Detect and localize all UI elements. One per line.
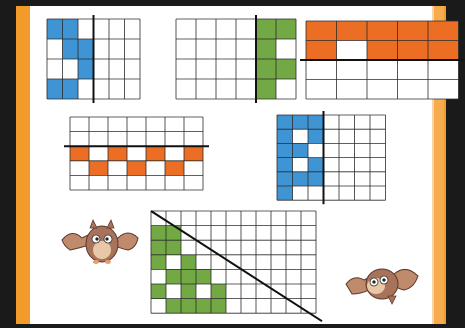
filled-cell[interactable] — [293, 172, 309, 186]
filled-cell[interactable] — [211, 284, 226, 299]
filled-cell[interactable] — [78, 39, 94, 59]
filled-cell[interactable] — [308, 115, 324, 129]
filled-cell[interactable] — [151, 255, 166, 270]
filled-cell[interactable] — [63, 19, 79, 39]
filled-cell[interactable] — [256, 79, 276, 99]
filled-cell[interactable] — [276, 59, 296, 79]
filled-cell[interactable] — [277, 115, 293, 129]
filled-cell[interactable] — [184, 146, 203, 161]
filled-cell[interactable] — [256, 39, 276, 59]
filled-cell[interactable] — [78, 59, 94, 79]
filled-cell[interactable] — [146, 146, 165, 161]
filled-cell[interactable] — [308, 158, 324, 172]
filled-cell[interactable] — [306, 21, 337, 41]
filled-cell[interactable] — [196, 269, 211, 284]
filled-cell[interactable] — [166, 299, 181, 314]
filled-cell[interactable] — [151, 226, 166, 241]
filled-cell[interactable] — [181, 255, 196, 270]
filled-cell[interactable] — [181, 299, 196, 314]
filled-cell[interactable] — [308, 172, 324, 186]
filled-cell[interactable] — [181, 284, 196, 299]
puzzle-1-blue-vertical — [47, 15, 140, 103]
puzzle-2-green-vertical — [176, 15, 296, 103]
filled-cell[interactable] — [293, 115, 309, 129]
filled-cell[interactable] — [196, 299, 211, 314]
filled-cell[interactable] — [89, 161, 108, 176]
filled-cell[interactable] — [277, 186, 293, 200]
filled-cell[interactable] — [256, 59, 276, 79]
filled-cell[interactable] — [308, 129, 324, 143]
puzzle-4-orange-horizontal — [64, 117, 209, 190]
filled-cell[interactable] — [277, 158, 293, 172]
filled-cell[interactable] — [428, 21, 459, 41]
grid-background — [70, 117, 203, 190]
filled-cell[interactable] — [63, 39, 79, 59]
filled-cell[interactable] — [47, 19, 63, 39]
puzzle-3-orange-horizontal — [300, 21, 465, 99]
filled-cell[interactable] — [277, 172, 293, 186]
filled-cell[interactable] — [166, 240, 181, 255]
filled-cell[interactable] — [306, 41, 337, 61]
filled-cell[interactable] — [166, 269, 181, 284]
filled-cell[interactable] — [70, 146, 89, 161]
filled-cell[interactable] — [181, 269, 196, 284]
filled-cell[interactable] — [151, 240, 166, 255]
filled-cell[interactable] — [367, 21, 398, 41]
filled-cell[interactable] — [277, 129, 293, 143]
filled-cell[interactable] — [127, 161, 146, 176]
filled-cell[interactable] — [277, 143, 293, 157]
filled-cell[interactable] — [63, 79, 79, 99]
puzzle-5-blue-vertical — [277, 111, 386, 204]
filled-cell[interactable] — [165, 161, 184, 176]
filled-cell[interactable] — [151, 284, 166, 299]
filled-cell[interactable] — [428, 41, 459, 61]
filled-cell[interactable] — [211, 299, 226, 314]
filled-cell[interactable] — [398, 21, 429, 41]
filled-cell[interactable] — [337, 21, 368, 41]
filled-cell[interactable] — [256, 19, 276, 39]
filled-cell[interactable] — [47, 79, 63, 99]
filled-cell[interactable] — [108, 146, 127, 161]
filled-cell[interactable] — [398, 41, 429, 61]
filled-cell[interactable] — [367, 41, 398, 61]
filled-cell[interactable] — [276, 19, 296, 39]
filled-cell[interactable] — [293, 143, 309, 157]
puzzle-6-green-diagonal — [151, 211, 322, 321]
